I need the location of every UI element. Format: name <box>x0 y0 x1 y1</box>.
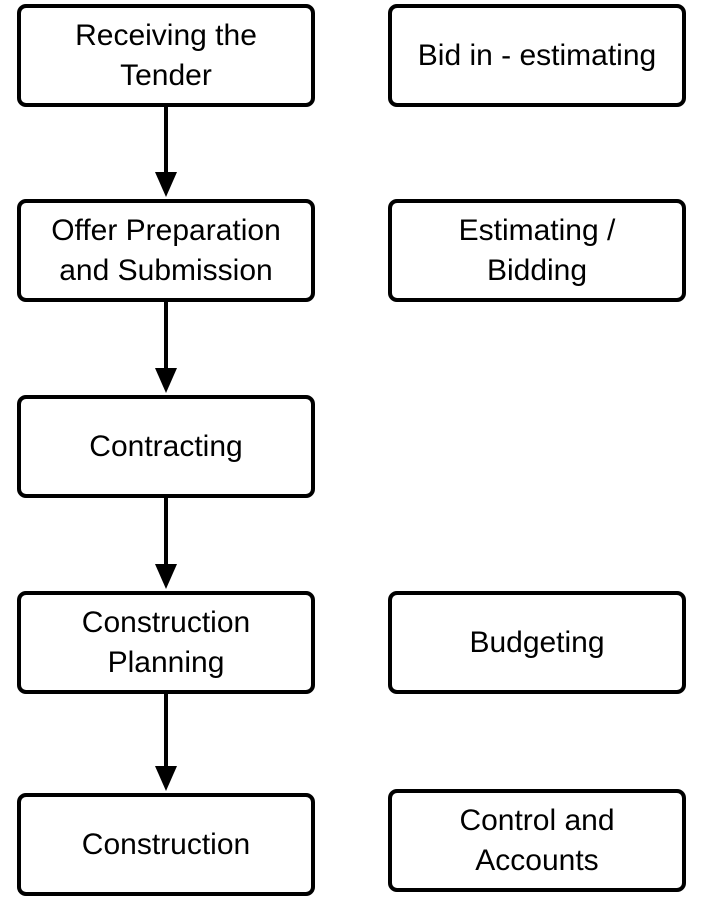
activity-control-accounts: Control and Accounts <box>388 789 686 892</box>
process-step-label: Offer Preparation and Submission <box>51 213 281 287</box>
activity-estimating-bidding: Estimating / Bidding <box>388 199 686 302</box>
activity-label: Bid in - estimating <box>417 38 657 72</box>
activity-label: Control and Accounts <box>459 803 615 877</box>
arrow-step-4-to-5 <box>155 694 177 791</box>
arrow-step-1-to-2 <box>155 107 177 197</box>
arrow-step-3-to-4 <box>155 498 177 589</box>
activity-label: Estimating / Bidding <box>458 213 616 287</box>
activity-label: Budgeting <box>469 625 605 659</box>
process-step-label: Receiving the Tender <box>75 18 257 92</box>
process-step-offer-preparation: Offer Preparation and Submission <box>17 199 315 302</box>
process-step-label: Contracting <box>89 429 243 463</box>
activity-bid-estimating: Bid in - estimating <box>388 4 686 107</box>
process-step-construction: Construction <box>17 793 315 896</box>
process-step-label: Construction Planning <box>81 605 251 679</box>
process-step-receiving-tender: Receiving the Tender <box>17 4 315 107</box>
process-step-construction-planning: Construction Planning <box>17 591 315 694</box>
arrow-step-2-to-3 <box>155 302 177 393</box>
activity-budgeting: Budgeting <box>388 591 686 694</box>
process-step-label: Construction <box>81 827 251 861</box>
process-step-contracting: Contracting <box>17 395 315 498</box>
